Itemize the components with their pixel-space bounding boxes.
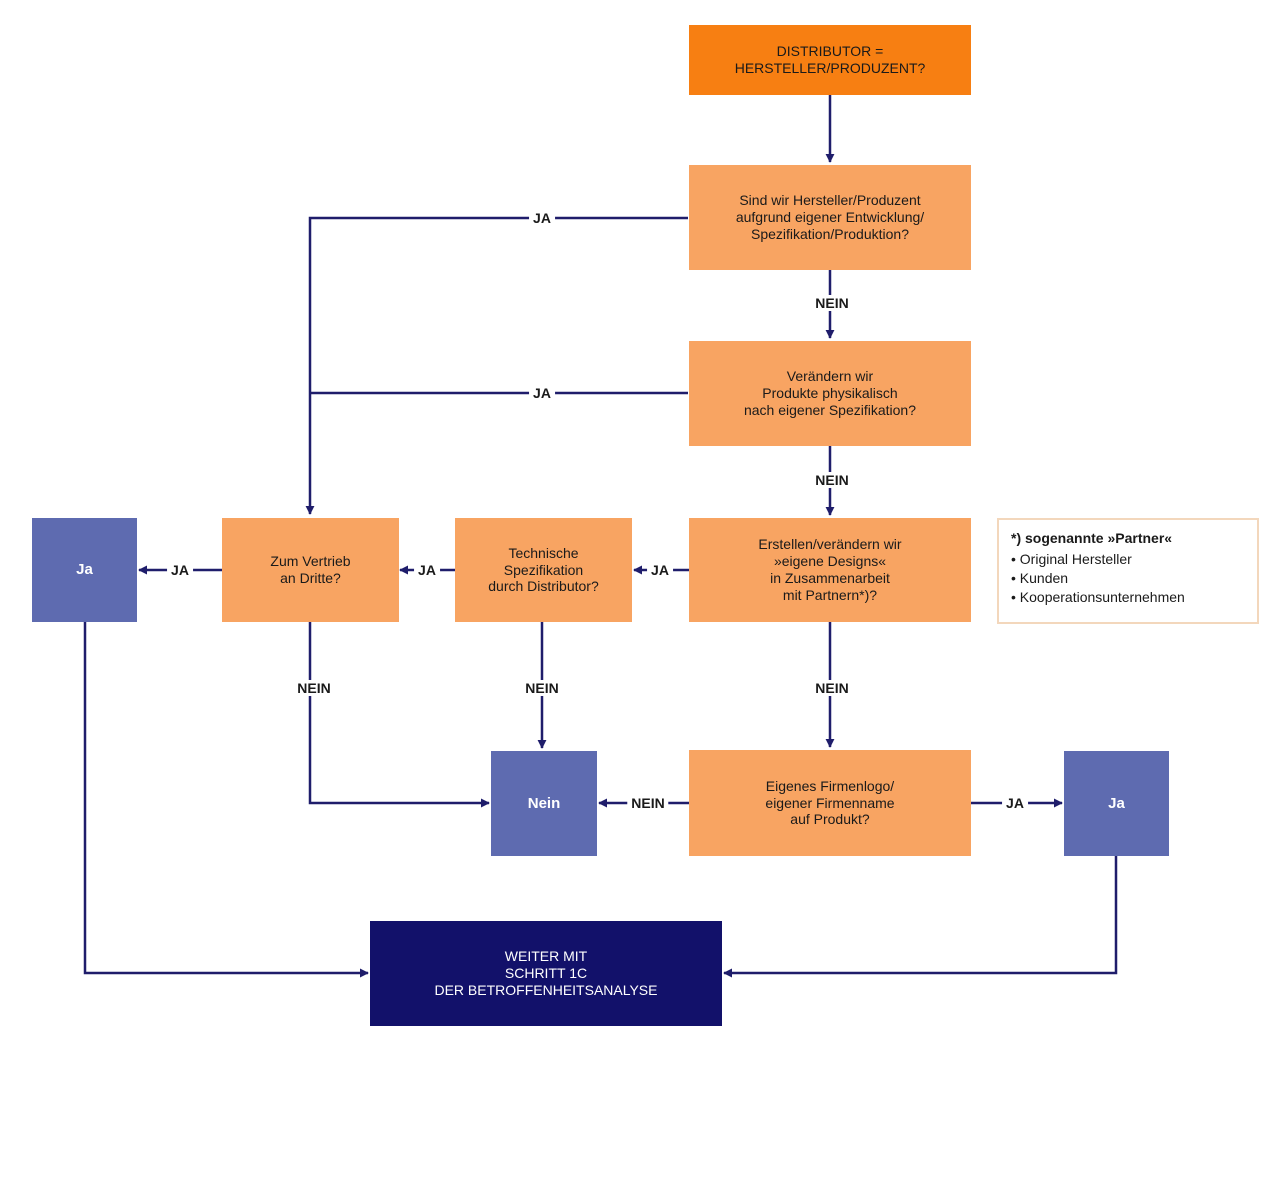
label-ja-resale: JA	[167, 562, 193, 578]
edge-q1-ja-to-resale	[305, 216, 688, 515]
label-nein-logo: NEIN	[627, 795, 669, 811]
question-physical-change-box: Verändern wir Produkte physikalisch nach…	[689, 341, 971, 446]
label-nein-tech-spec: NEIN	[521, 680, 563, 696]
result-nein-box: Nein	[491, 751, 597, 856]
edge-resale-nein-to-nein	[308, 622, 490, 808]
edge-ja-left-to-final	[83, 622, 369, 978]
label-ja-physical-change: JA	[529, 385, 555, 401]
start-question-box: DISTRIBUTOR = HERSTELLER/PRODUZENT?	[689, 25, 971, 95]
label-ja-own-development: JA	[529, 210, 555, 226]
label-nein-own-designs: NEIN	[811, 680, 853, 696]
partner-footnote-item: • Original Hersteller	[1011, 551, 1132, 567]
partner-footnote-box: *) sogenannte »Partner« • Original Herst…	[997, 518, 1259, 624]
label-nein-resale: NEIN	[293, 680, 335, 696]
question-logo-box: Eigenes Firmenlogo/ eigener Firmenname a…	[689, 750, 971, 856]
label-nein-physical-change: NEIN	[811, 472, 853, 488]
partner-footnote-title: *) sogenannte »Partner«	[1011, 530, 1173, 546]
partner-footnote-item: • Kooperationsunternehmen	[1011, 588, 1185, 605]
question-own-development-box: Sind wir Hersteller/Produzent aufgrund e…	[689, 165, 971, 270]
label-ja-tech-spec: JA	[414, 562, 440, 578]
question-own-designs-box: Erstellen/verändern wir »eigene Designs«…	[689, 518, 971, 622]
label-ja-own-designs: JA	[647, 562, 673, 578]
edge-ja-right-to-final	[723, 856, 1118, 978]
question-tech-spec-box: Technische Spezifikation durch Distribut…	[455, 518, 632, 622]
question-resale-box: Zum Vertrieb an Dritte?	[222, 518, 399, 622]
final-step-box: WEITER MIT SCHRITT 1C DER BETROFFENHEITS…	[370, 921, 722, 1026]
partner-footnote-item: • Kunden	[1011, 569, 1069, 586]
result-ja-right-box: Ja	[1064, 751, 1169, 856]
label-ja-logo: JA	[1002, 795, 1028, 811]
label-nein-own-development: NEIN	[811, 295, 853, 311]
result-ja-left-box: Ja	[32, 518, 137, 622]
